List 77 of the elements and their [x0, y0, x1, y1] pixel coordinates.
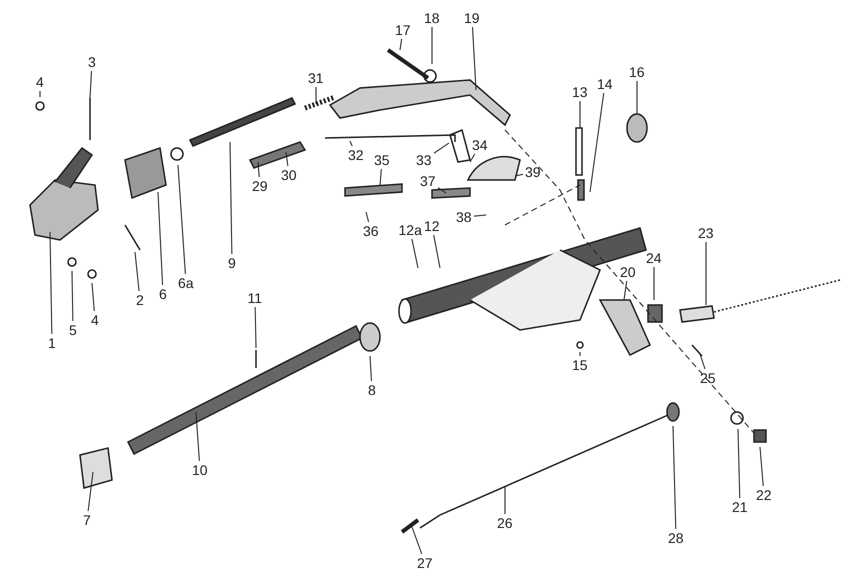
callout-number: 17	[395, 22, 411, 38]
leader-line	[438, 187, 446, 194]
leader-line	[590, 92, 604, 192]
callout-number: 35	[374, 152, 390, 168]
leader-line	[760, 446, 764, 486]
callout-number: 2	[136, 292, 144, 308]
leader-line	[738, 428, 740, 498]
callout-number: 11	[248, 290, 262, 306]
leader-line	[504, 486, 506, 514]
leader-line	[254, 306, 256, 348]
leader-line	[230, 142, 232, 254]
callout-number: 12	[424, 218, 440, 234]
callout-number: 16	[629, 64, 645, 80]
callout-number: 7	[83, 512, 91, 528]
callout-number: 23	[698, 225, 714, 241]
callout-number: 38	[456, 209, 472, 225]
callout-number: 24	[646, 250, 662, 266]
callout-number: 13	[572, 84, 588, 100]
leader-line	[434, 142, 450, 154]
leader-line	[624, 280, 628, 300]
leader-line	[636, 80, 638, 114]
callout-number: 36	[363, 223, 379, 239]
callout-number: 25	[700, 370, 716, 386]
callout-number: 10	[192, 462, 208, 478]
callout-number: 6	[159, 286, 167, 302]
leader-line	[258, 162, 260, 178]
callout-number: 4	[36, 74, 44, 90]
leader-line	[50, 232, 52, 334]
leader-line	[350, 140, 353, 146]
leader-line	[474, 214, 486, 217]
leader-line	[370, 356, 372, 382]
callout-number: 5	[69, 322, 77, 338]
callout-number: 37	[420, 173, 436, 189]
leader-line	[380, 168, 382, 186]
leader-line	[90, 70, 92, 98]
callout-number: 21	[732, 499, 748, 515]
callout-number: 8	[368, 382, 376, 398]
callout-number: 19	[464, 10, 480, 26]
callout-number: 30	[281, 167, 297, 183]
callout-number: 27	[417, 555, 433, 571]
leader-line	[700, 354, 706, 370]
leader-line	[672, 426, 676, 530]
leader-line	[514, 174, 524, 176]
leader-line	[472, 26, 476, 90]
callout-number: 22	[756, 487, 772, 503]
callout-number: 4	[91, 312, 99, 328]
callout-number: 26	[497, 515, 513, 531]
callout-number: 32	[348, 147, 364, 163]
callout-number: 15	[572, 357, 588, 373]
leader-line	[470, 154, 476, 162]
callout-number: 18	[424, 10, 440, 26]
callout-number: 28	[668, 530, 684, 546]
leader-line	[366, 212, 370, 222]
leader-line	[433, 234, 440, 268]
callout-number: 14	[597, 76, 613, 92]
leader-line	[72, 270, 74, 322]
leader-line	[158, 192, 164, 286]
callout-number: 9	[228, 255, 236, 271]
callout-number: 29	[252, 178, 268, 194]
leader-line	[196, 412, 200, 462]
callout-number: 34	[472, 137, 488, 153]
callout-number: 20	[620, 264, 636, 280]
leader-line	[286, 152, 288, 166]
callout-number: 31	[308, 70, 324, 86]
leader-line	[411, 238, 418, 268]
callout-number: 1	[48, 335, 56, 351]
leader-line	[134, 252, 140, 292]
leader-line	[412, 526, 422, 554]
callout-number: 33	[416, 152, 432, 168]
callout-number: 12a	[398, 222, 422, 238]
callout-number: 3	[88, 54, 96, 70]
leader-line	[88, 472, 94, 512]
callout-number: 39	[525, 164, 541, 180]
leader-line	[400, 38, 402, 50]
leader-line	[92, 282, 95, 312]
callout-number: 6a	[178, 275, 194, 291]
leader-line	[178, 164, 186, 274]
